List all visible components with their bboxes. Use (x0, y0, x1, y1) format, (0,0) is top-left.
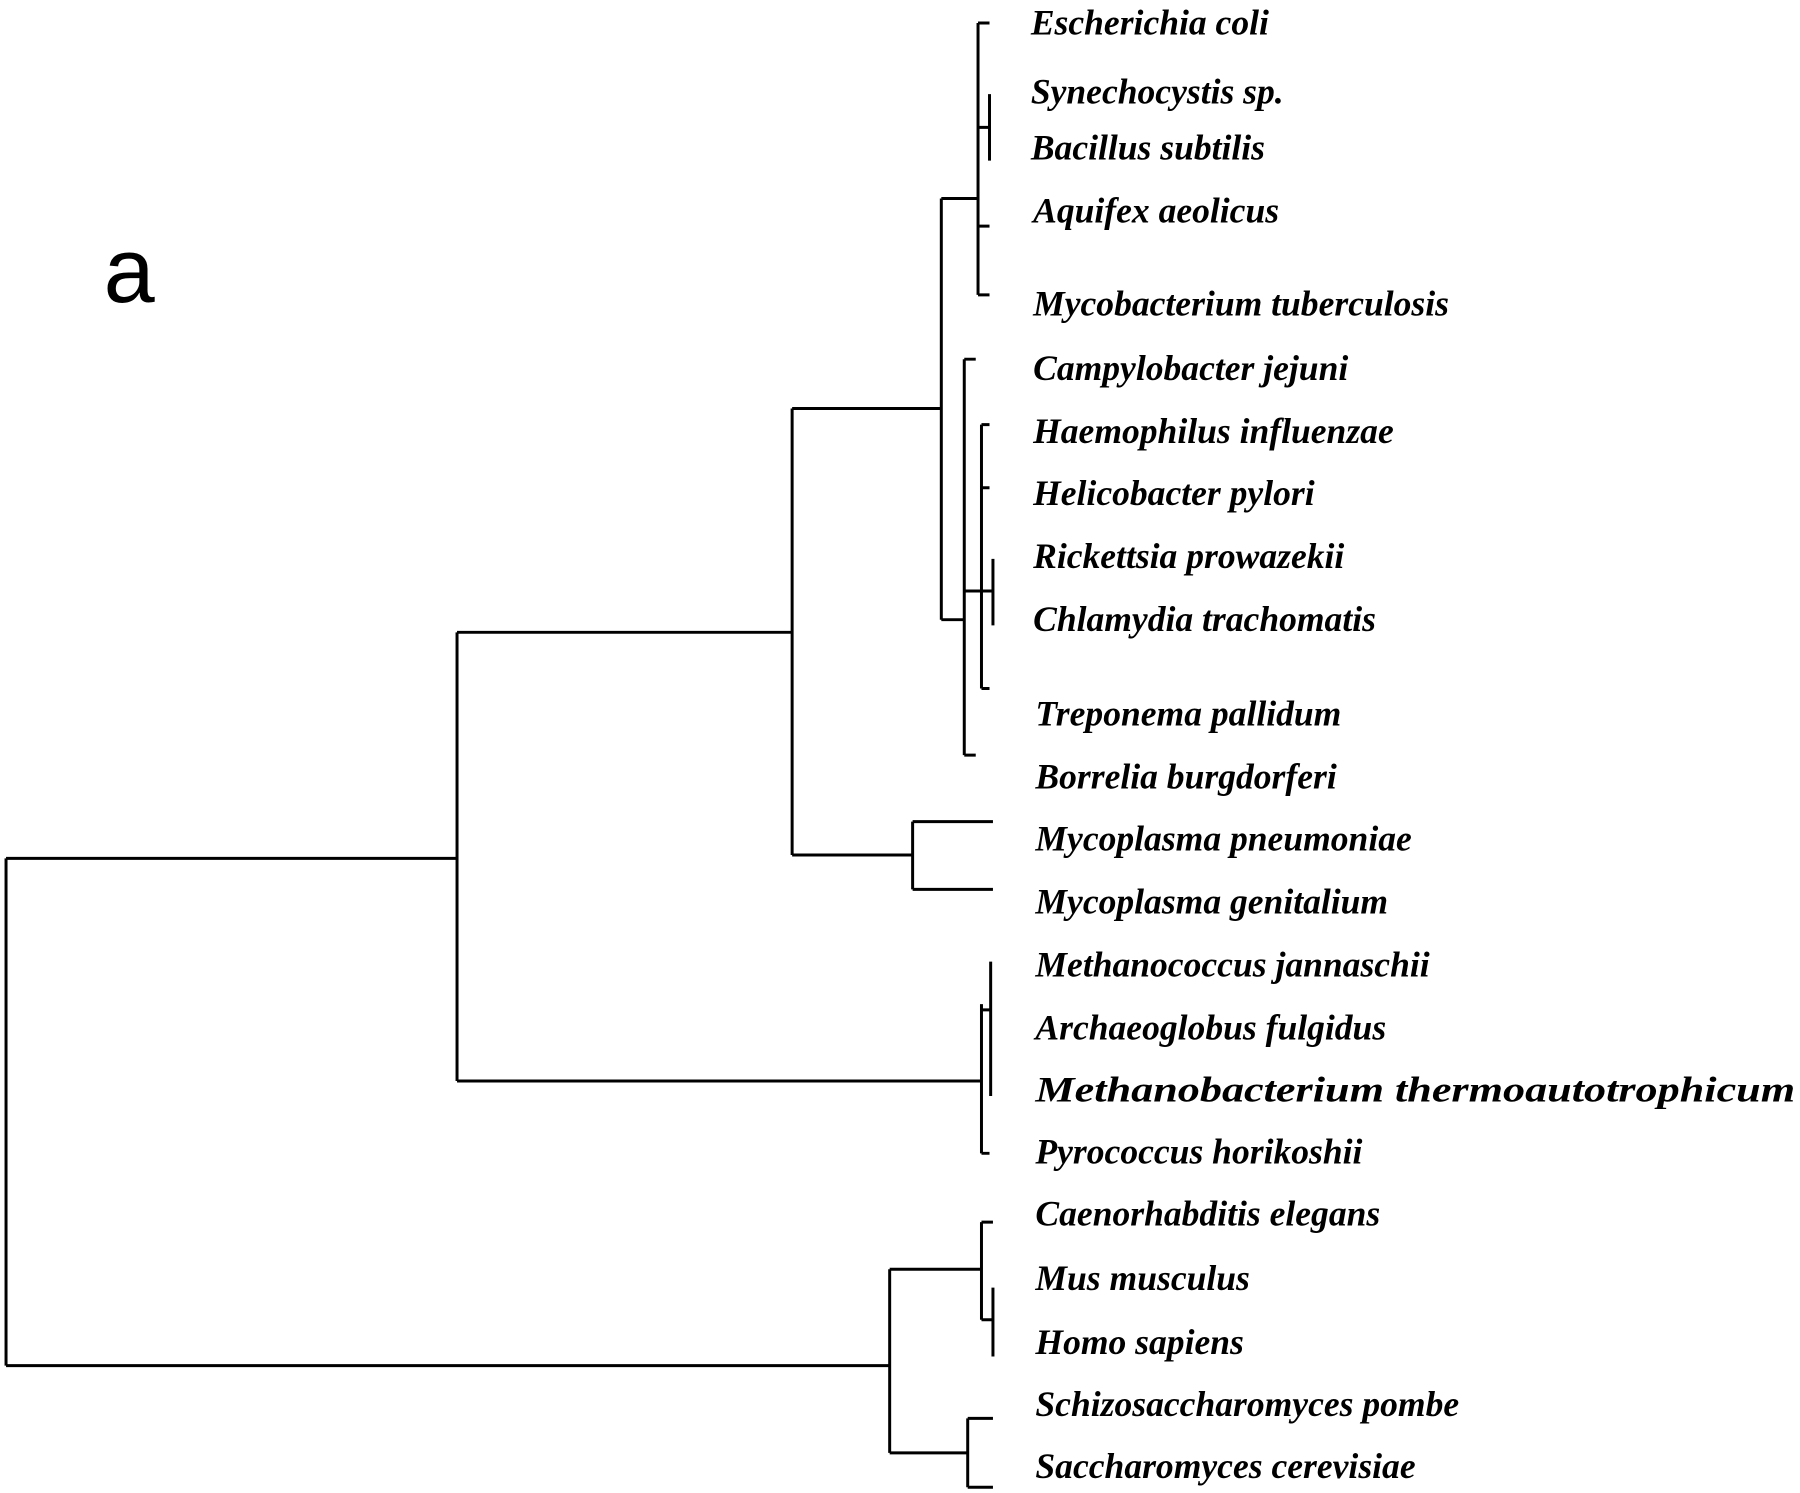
taxon-label: Synechocystis sp. (1031, 71, 1284, 111)
taxon-label: Pyrococcus horikoshii (1034, 1132, 1362, 1172)
taxon-label: Mus musculus (1034, 1258, 1249, 1298)
taxon-label: Aquifex aeolicus (1031, 191, 1279, 231)
taxon-label: Caenorhabditis elegans (1035, 1194, 1380, 1234)
taxon-label: Helicobacter pylori (1032, 473, 1315, 513)
taxon-label: Escherichia coli (1030, 2, 1269, 42)
taxon-label: Rickettsia prowazekii (1032, 536, 1344, 576)
taxon-label: Treponema pallidum (1035, 693, 1341, 733)
taxon-label: Bacillus subtilis (1030, 128, 1265, 168)
taxon-label: Schizosaccharomyces pombe (1035, 1384, 1459, 1424)
taxon-label: Homo sapiens (1034, 1322, 1243, 1362)
taxon-label: Mycoplasma genitalium (1034, 881, 1388, 921)
taxon-label: Haemophilus influenzae (1032, 411, 1394, 451)
taxon-label: Saccharomyces cerevisiae (1035, 1446, 1415, 1486)
branch-bacteria-main-node (939, 197, 979, 622)
taxon-label: Campylobacter jejuni (1033, 348, 1348, 388)
taxon-label: Chlamydia trachomatis (1033, 599, 1376, 639)
taxon-label: Mycobacterium tuberculosis (1032, 284, 1449, 324)
panel-label: a (104, 220, 156, 322)
branch-group2 (962, 357, 976, 757)
branch-archaea-node (979, 961, 993, 1155)
taxon-label: Methanococcus jannaschii (1034, 945, 1429, 985)
taxon-label: Archaeoglobus fulgidus (1033, 1008, 1386, 1048)
branch-yeasts (966, 1416, 993, 1489)
taxon-labels: Escherichia coli Synechocystis sp. Bacil… (1030, 2, 1795, 1486)
taxon-label: Borrelia burgdorferi (1034, 756, 1336, 796)
tree-branches (4, 21, 995, 1489)
taxon-label: Methanobacterium thermoautotrophicum (1034, 1070, 1795, 1110)
branch-group1 (976, 21, 992, 297)
branch-mycoplasma-node (911, 820, 993, 891)
branch-group2-inner (964, 423, 995, 691)
branch-metazoa (979, 1220, 995, 1357)
branch-eukaryote-node (888, 1267, 982, 1455)
taxon-label: Mycoplasma pneumoniae (1034, 818, 1411, 858)
